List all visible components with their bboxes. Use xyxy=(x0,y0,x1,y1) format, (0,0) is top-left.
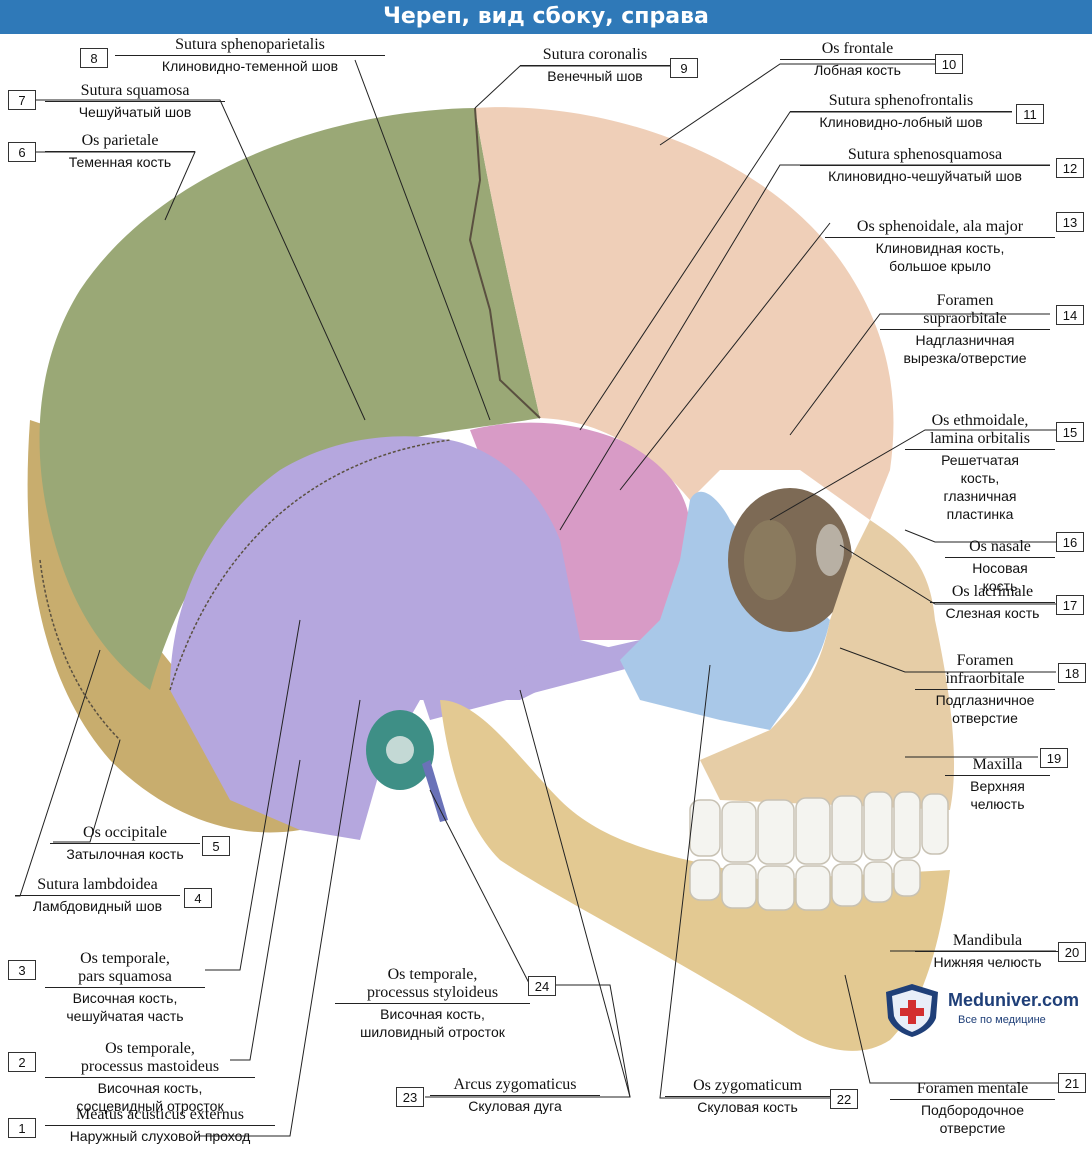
number-10: 10 xyxy=(935,54,963,74)
number-24: 24 xyxy=(528,976,556,996)
parietale-region xyxy=(39,108,541,690)
maxilla-region xyxy=(700,520,955,810)
number-14: 14 xyxy=(1056,305,1084,325)
number-16: 16 xyxy=(1056,532,1084,552)
number-15: 15 xyxy=(1056,422,1084,442)
number-3: 3 xyxy=(8,960,36,980)
logo-brand: Meduniver.com xyxy=(948,990,1080,1010)
coronal-suture xyxy=(468,107,541,419)
number-23: 23 xyxy=(396,1087,424,1107)
number-20: 20 xyxy=(1058,942,1086,962)
meduniver-logo: Meduniver.com Все по медицине xyxy=(882,982,1082,1038)
logo-tagline: Все по медицине xyxy=(958,1014,1046,1026)
squamosal-suture xyxy=(169,439,451,691)
page-title: Череп, вид сбоку, справа xyxy=(0,0,1092,34)
number-4: 4 xyxy=(184,888,212,908)
number-9: 9 xyxy=(670,58,698,78)
number-8: 8 xyxy=(80,48,108,68)
number-21: 21 xyxy=(1058,1073,1086,1093)
shield-icon xyxy=(886,984,938,1037)
number-17: 17 xyxy=(1056,595,1084,615)
number-7: 7 xyxy=(8,90,36,110)
number-1: 1 xyxy=(8,1118,36,1138)
ethmoidale-shape xyxy=(744,520,796,600)
skull-illustration xyxy=(15,59,1060,1137)
number-18: 18 xyxy=(1058,663,1086,683)
number-19: 19 xyxy=(1040,748,1068,768)
number-11: 11 xyxy=(1016,104,1044,124)
arcus-zygomaticus-shape xyxy=(420,640,660,720)
temporale-region xyxy=(170,436,620,840)
styloid-process xyxy=(422,760,448,822)
number-2: 2 xyxy=(8,1052,36,1072)
lacrimale-shape xyxy=(816,524,844,576)
frontale-region xyxy=(475,107,894,520)
number-13: 13 xyxy=(1056,212,1084,232)
number-22: 22 xyxy=(830,1089,858,1109)
number-12: 12 xyxy=(1056,158,1084,178)
number-6: 6 xyxy=(8,142,36,162)
teeth xyxy=(689,791,949,911)
zygomaticum-region xyxy=(620,491,830,730)
sphenoidale-region xyxy=(470,422,690,640)
number-5: 5 xyxy=(202,836,230,856)
